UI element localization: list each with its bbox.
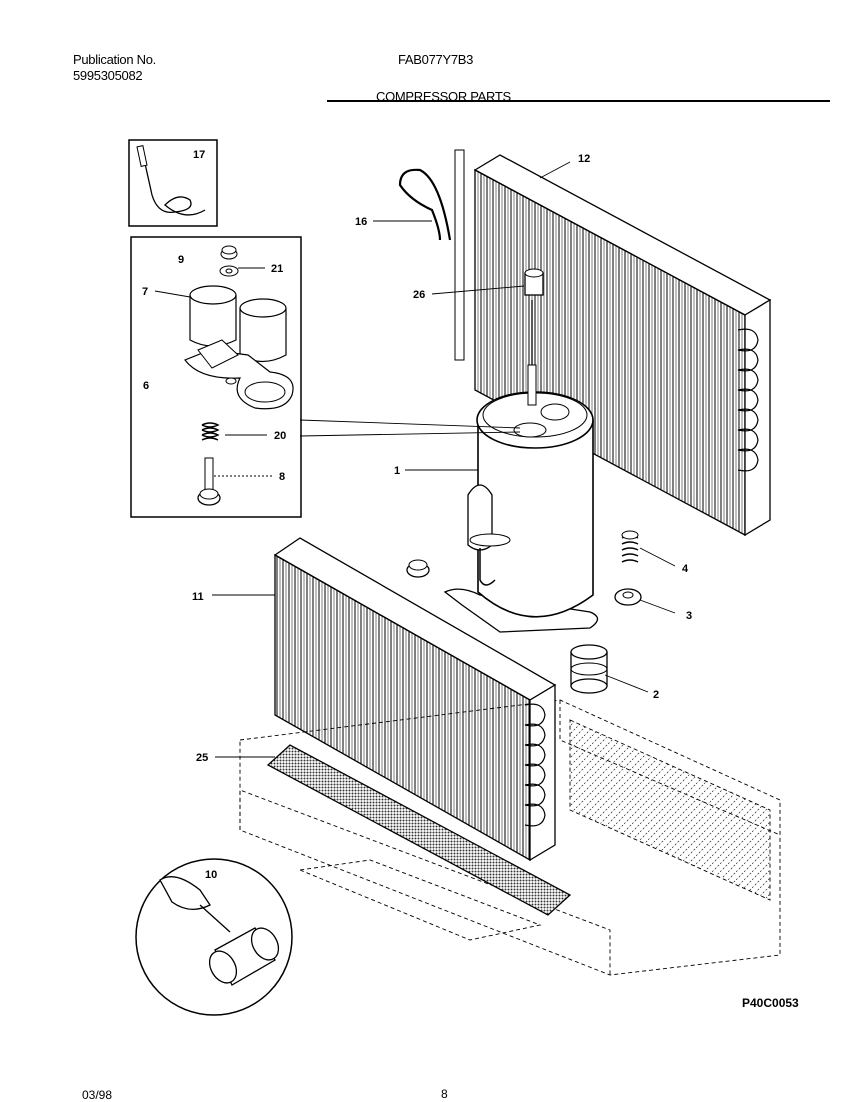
- callout-8: 8: [279, 471, 285, 483]
- air-filter: [266, 744, 572, 916]
- callout-17: 17: [193, 149, 205, 161]
- callout-2: 2: [653, 689, 659, 701]
- callout-1: 1: [394, 465, 400, 477]
- publication-label: Publication No.: [73, 52, 156, 67]
- condenser-coil-top: [473, 154, 772, 537]
- footer-date: 03/98: [82, 1088, 113, 1102]
- drawing-code: P40C0053: [742, 996, 799, 1010]
- publication-number: 5995305082: [73, 68, 143, 83]
- callout-7: 7: [142, 286, 148, 298]
- callout-21: 21: [271, 263, 283, 275]
- header-rule: [327, 100, 830, 102]
- callout-numbers: 17 9 21 7 6 20 8 12 16 26 1 4 3 2 11 25 …: [142, 149, 692, 881]
- page-number: 8: [441, 1087, 448, 1101]
- callout-11: 11: [192, 591, 204, 603]
- callout-10: 10: [205, 869, 217, 881]
- base-pan: [239, 699, 781, 976]
- callout-9: 9: [178, 254, 184, 266]
- callout-16: 16: [355, 216, 367, 228]
- callout-leaders: [154, 161, 676, 758]
- inset-box-terminal: [130, 236, 302, 518]
- callout-20: 20: [274, 430, 286, 442]
- capacitor-inset: [135, 858, 293, 1016]
- grommet-26: [524, 268, 544, 395]
- callout-6: 6: [143, 380, 149, 392]
- callout-4: 4: [682, 563, 689, 575]
- model-number: FAB077Y7B3: [398, 52, 474, 67]
- callout-12: 12: [578, 153, 590, 165]
- capillary-tube: [398, 149, 465, 361]
- condenser-coil-bottom: [273, 537, 557, 862]
- callout-25: 25: [196, 752, 208, 764]
- callout-3: 3: [686, 610, 692, 622]
- inset-box-17: [128, 139, 218, 227]
- compressor: [443, 364, 599, 633]
- callout-26: 26: [413, 289, 425, 301]
- mount-hardware: [406, 530, 642, 694]
